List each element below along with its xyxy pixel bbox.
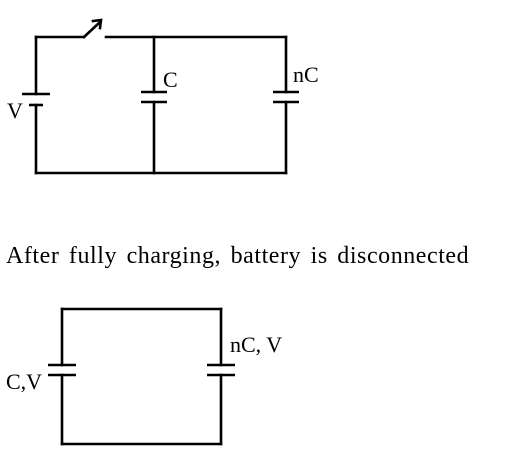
switch xyxy=(82,18,103,39)
capacitor-c-charged xyxy=(48,363,76,377)
capacitor-c-label: C xyxy=(163,67,178,92)
caption-text: After fully charging, battery is disconn… xyxy=(6,243,470,269)
capacitor-nc-label: nC xyxy=(293,62,319,87)
capacitor-c-charged-label: C,V xyxy=(6,369,42,394)
battery-label: V xyxy=(7,98,23,123)
capacitor-nc-charged xyxy=(207,363,235,377)
capacitor-c xyxy=(141,90,167,104)
capacitor-nc xyxy=(273,90,299,104)
capacitor-nc-charged-label: nC, V xyxy=(230,332,282,357)
circuit-2: C,V nC, V xyxy=(6,307,282,446)
circuit-2-wires xyxy=(60,307,223,446)
circuit-1-wires xyxy=(34,35,288,175)
circuit-1: V C nC xyxy=(7,18,319,175)
battery-v xyxy=(22,92,50,107)
